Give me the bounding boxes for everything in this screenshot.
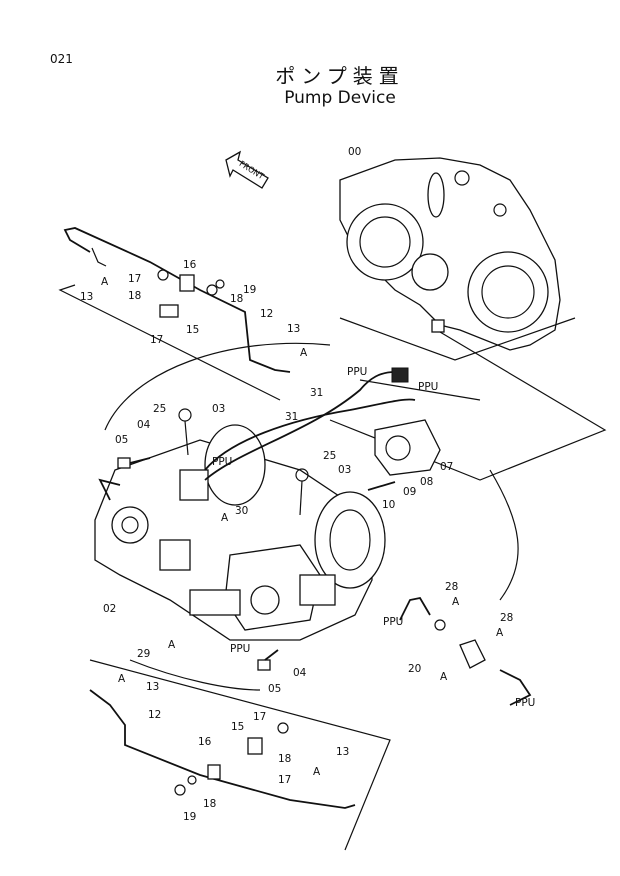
callout-16-bottom: 16 bbox=[198, 736, 212, 748]
label-a-7: A bbox=[118, 673, 126, 685]
callout-18-bottom-b: 18 bbox=[203, 798, 216, 810]
callout-13-top-left: 13 bbox=[80, 291, 93, 303]
top-pipe-assembly bbox=[58, 227, 291, 401]
right-fitting-assembly bbox=[399, 596, 532, 706]
bottom-pipe-assembly bbox=[89, 659, 391, 851]
callout-25-right: 25 bbox=[323, 450, 336, 462]
eyebolt-left bbox=[178, 408, 192, 456]
label-ppu-1: PPU bbox=[347, 366, 367, 378]
callout-05-top: 05 bbox=[115, 434, 128, 446]
callout-05-bottom: 05 bbox=[268, 683, 281, 695]
title-english: Pump Device bbox=[284, 88, 396, 108]
callout-18-bottom-a: 18 bbox=[278, 753, 291, 765]
main-pump-assembly bbox=[94, 424, 386, 641]
callout-04-top: 04 bbox=[137, 419, 151, 431]
callout-12-bottom: 12 bbox=[148, 709, 161, 721]
pipe-31-upper bbox=[204, 371, 396, 481]
label-a-1: A bbox=[101, 276, 109, 288]
callout-20: 20 bbox=[408, 663, 421, 675]
callout-28-right: 28 bbox=[500, 612, 513, 624]
label-a-5: A bbox=[452, 596, 460, 608]
callout-19-top: 19 bbox=[243, 284, 256, 296]
callout-07: 07 bbox=[440, 461, 453, 473]
area-arc-top bbox=[104, 342, 331, 431]
callout-30: 30 bbox=[235, 505, 248, 517]
front-arrow: FRONT bbox=[225, 150, 269, 189]
callout-18-top-b: 18 bbox=[230, 293, 243, 305]
area-arc-right bbox=[489, 469, 519, 601]
label-ppu-3: PPU bbox=[212, 456, 232, 468]
callout-12-top: 12 bbox=[260, 308, 273, 320]
gearbox-housing bbox=[339, 157, 576, 361]
callout-31-lower: 31 bbox=[285, 411, 298, 423]
callout-28-left: 28 bbox=[445, 581, 458, 593]
bolt-05-top bbox=[117, 457, 151, 469]
callout-08: 08 bbox=[420, 476, 433, 488]
callout-15-bottom: 15 bbox=[231, 721, 244, 733]
callout-29: 29 bbox=[137, 648, 150, 660]
callout-17-top-a: 17 bbox=[128, 273, 141, 285]
callout-13-bottom-right: 13 bbox=[336, 746, 349, 758]
eyebolt-right bbox=[295, 468, 309, 516]
callout-03-right: 03 bbox=[338, 464, 351, 476]
label-a-4: A bbox=[168, 639, 176, 651]
callout-02: 02 bbox=[103, 603, 116, 615]
label-a-3: A bbox=[221, 512, 229, 524]
page-number: 021 bbox=[50, 52, 73, 66]
callout-31-upper: 31 bbox=[310, 387, 323, 399]
pipe-31-lower bbox=[204, 398, 416, 471]
callout-25-left: 25 bbox=[153, 403, 166, 415]
label-a-8: A bbox=[313, 766, 321, 778]
callout-10: 10 bbox=[382, 499, 395, 511]
callout-17-bottom-a: 17 bbox=[253, 711, 266, 723]
label-ppu-6: PPU bbox=[515, 697, 535, 709]
callout-04-bottom: 04 bbox=[293, 667, 307, 679]
callout-09: 09 bbox=[403, 486, 416, 498]
callout-13-bottom-left: 13 bbox=[146, 681, 159, 693]
callout-16-top: 16 bbox=[183, 259, 197, 271]
callout-15-top: 15 bbox=[186, 324, 199, 336]
assembly-link-line-2 bbox=[359, 379, 481, 401]
bolt-05-bottom bbox=[257, 649, 279, 671]
callout-19-bottom: 19 bbox=[183, 811, 196, 823]
label-ppu-2: PPU bbox=[418, 381, 438, 393]
callout-00: 00 bbox=[348, 146, 361, 158]
callout-03-left: 03 bbox=[212, 403, 225, 415]
solenoid-valve bbox=[374, 419, 441, 476]
label-a-2: A bbox=[300, 347, 308, 359]
bolt-10 bbox=[367, 481, 396, 491]
label-a-6: A bbox=[440, 671, 448, 683]
area-arc-bottom bbox=[129, 659, 261, 691]
ppu-fitting-top bbox=[391, 367, 409, 383]
callout-17-top-b: 17 bbox=[150, 334, 163, 346]
label-ppu-4: PPU bbox=[230, 643, 250, 655]
callout-17-bottom-b: 17 bbox=[278, 774, 291, 786]
label-a-9: A bbox=[496, 627, 504, 639]
callout-18-top-a: 18 bbox=[128, 290, 141, 302]
callout-13-top-right: 13 bbox=[287, 323, 300, 335]
title-japanese: ポンプ装置 bbox=[275, 64, 405, 88]
label-ppu-5: PPU bbox=[383, 616, 403, 628]
